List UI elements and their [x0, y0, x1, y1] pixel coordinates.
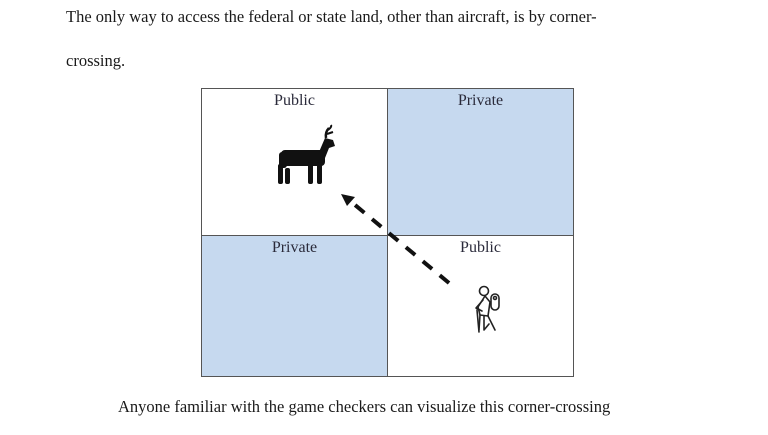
- paragraph-line-1: The only way to access the federal or st…: [66, 7, 597, 26]
- figure-caption: Anyone familiar with the game checkers c…: [118, 397, 611, 416]
- cell-public-bottom-right: Public: [387, 235, 574, 377]
- cell-private-top-right: Private: [387, 88, 574, 236]
- corner-crossing-diagram: Public Private Private Public: [201, 88, 574, 377]
- cell-private-bottom-left: Private: [201, 235, 388, 377]
- cell-label: Public: [274, 92, 315, 109]
- paragraph-line-2: crossing.: [66, 51, 126, 70]
- cell-label: Public: [460, 239, 501, 256]
- cell-label: Private: [271, 239, 318, 256]
- cell-label: Private: [457, 92, 504, 109]
- cell-public-top-left: Public: [201, 88, 388, 236]
